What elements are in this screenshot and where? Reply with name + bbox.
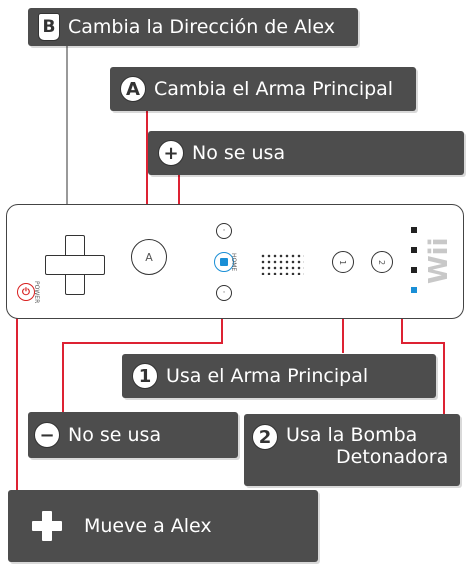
label-dpad: Mueve a Alex [8,490,318,562]
leader-line-plus-v [178,165,180,231]
label-one-text: Usa el Arma Principal [166,365,369,387]
player-led-1 [411,227,417,233]
one-button-label: 1 [338,259,348,265]
minus-button[interactable]: · [216,285,232,301]
power-button[interactable]: ⏻ [17,283,35,301]
dpad-icon [32,511,62,541]
leader-line-a [146,100,148,252]
wii-remote: A · HOME · 1 2 Wii ⏻ POWER [6,204,464,319]
home-icon [220,258,228,266]
home-button[interactable] [214,252,234,272]
leader-line-minus-v2 [62,342,64,414]
leader-line-two-v2 [443,342,445,416]
label-two-button: 2 Usa la Bomba Detonadora [244,414,460,486]
one-button[interactable]: 1 [332,251,354,273]
minus-button-icon: − [34,422,60,448]
dpad[interactable] [45,235,105,295]
one-button-icon: 1 [132,363,158,389]
label-two-text: Usa la Bomba Detonadora [286,424,448,468]
player-led-2 [411,247,417,253]
label-a-button: A Cambia el Arma Principal [110,67,416,111]
two-button-icon: 2 [252,424,278,450]
label-one-button: 1 Usa el Arma Principal [122,354,436,398]
player-led-4 [411,287,417,293]
label-a-text: Cambia el Arma Principal [154,78,394,100]
leader-line-dpad [16,264,18,490]
two-button[interactable]: 2 [371,251,393,273]
plus-button-icon: + [158,140,184,166]
label-two-line1: Usa la Bomba [286,424,418,446]
two-button-label: 2 [377,259,387,265]
speaker-grille [260,253,304,275]
label-plus-text: No se usa [192,142,286,164]
leader-line-minus-h [62,342,223,344]
wii-logo: Wii [424,237,454,284]
power-icon: ⏻ [22,286,30,298]
label-minus-text: No se usa [68,424,162,446]
player-led-3 [411,267,417,273]
label-dpad-text: Mueve a Alex [84,515,212,537]
leader-line-b [66,44,68,205]
a-button-icon: A [120,76,146,102]
home-label: HOME [230,253,237,272]
b-button-icon: B [38,13,60,41]
label-b-text: Cambia la Dirección de Alex [68,16,335,38]
plus-button[interactable]: · [216,223,232,239]
label-minus-button: − No se usa [28,412,238,458]
a-button[interactable]: A [131,239,167,275]
power-label: POWER [33,281,40,304]
leader-line-two-h [401,342,444,344]
a-button-label: A [145,250,153,264]
label-b-button: B Cambia la Dirección de Alex [28,8,358,46]
label-plus-button: + No se usa [148,131,464,175]
label-two-line2: Detonadora [336,446,449,468]
